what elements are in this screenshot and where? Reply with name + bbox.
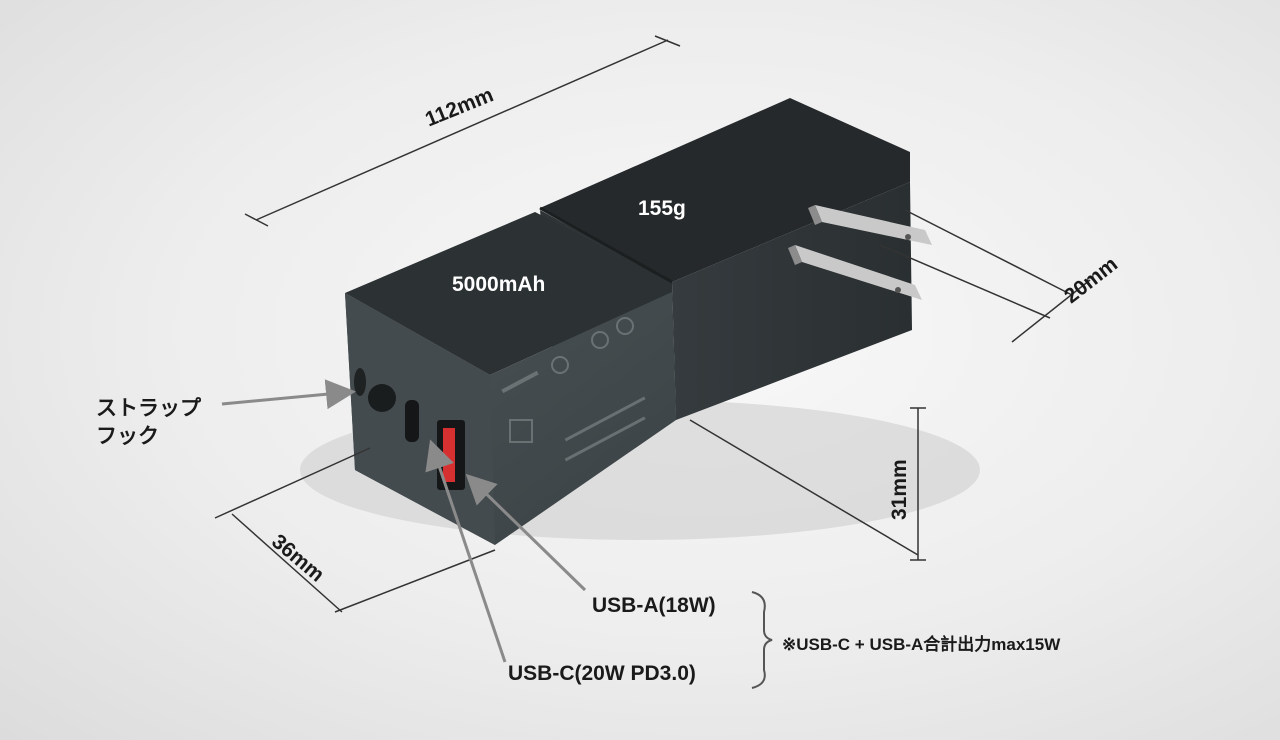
usb-a-label: USB-A(18W) xyxy=(592,594,716,617)
usb-c-port xyxy=(405,400,419,442)
prong-upper xyxy=(815,205,932,245)
strap-hook-label-line1: ストラップ xyxy=(96,397,201,420)
strap-hook-hole xyxy=(368,384,396,412)
strap-hook-label-line2: フック xyxy=(96,425,159,448)
usb-bracket xyxy=(751,591,773,689)
strap-hook-slot xyxy=(354,368,366,396)
capacity-label: 5000mAh xyxy=(452,273,546,296)
regulatory-markings xyxy=(501,317,646,462)
combined-output-note: ※USB-C + USB-A合計出力max15W xyxy=(782,635,1061,654)
usb-c-label: USB-C(20W PD3.0) xyxy=(508,662,696,685)
module-seam xyxy=(539,206,673,284)
battery-top-face xyxy=(345,212,672,375)
prong-lower xyxy=(795,245,922,300)
plug-prongs xyxy=(788,205,932,300)
pointer-arrows xyxy=(221,379,587,663)
dimension-lines xyxy=(214,35,1091,613)
charger-side-face xyxy=(672,182,912,420)
charger-top-face xyxy=(540,98,910,282)
height-label: 31mm xyxy=(888,459,911,520)
weight-label: 155g xyxy=(638,197,686,220)
usb-a-port-insert xyxy=(443,428,455,482)
